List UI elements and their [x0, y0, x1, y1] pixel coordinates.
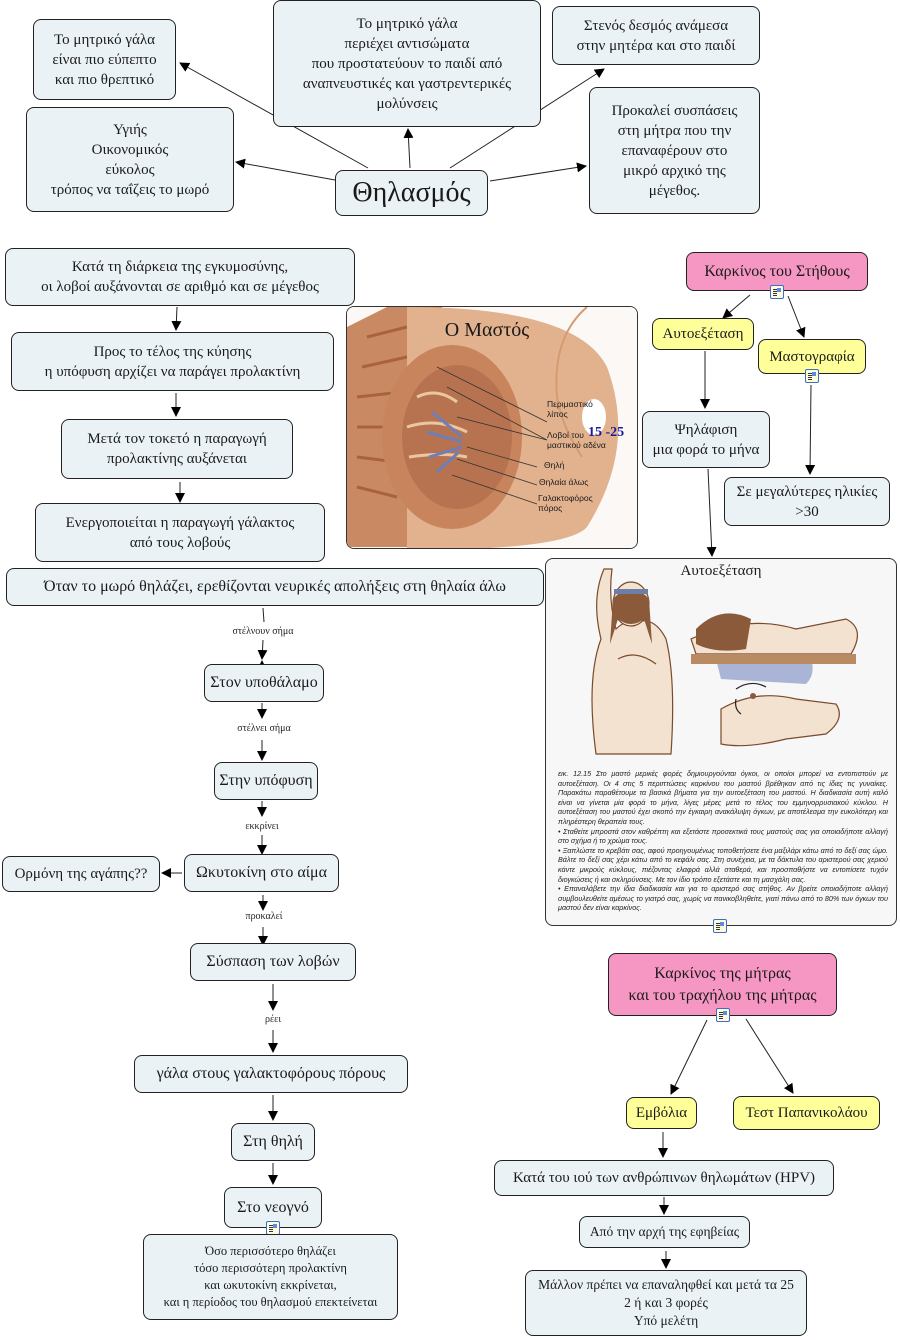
- link-label-send-signal-plural: στέλνουν σήμα: [230, 626, 296, 637]
- link-label-send-signal: στέλνει σήμα: [235, 723, 293, 734]
- node-repeat[interactable]: Μάλλον πρέπει να επαναληφθεί και μετά τα…: [525, 1270, 807, 1336]
- self-exam-caption: εικ. 12.15 Στο μαστό μερικές φορές δημιο…: [558, 769, 888, 913]
- node-oxytocin[interactable]: Ωκυτοκίνη στο αίμα: [184, 854, 339, 892]
- node-vaccines[interactable]: Εμβόλια: [626, 1097, 697, 1129]
- node-hypothalamus[interactable]: Στον υποθάλαμο: [204, 664, 324, 702]
- node-bond[interactable]: Στενός δεσμός ανάμεσα στην μητέρα και στ…: [552, 6, 760, 65]
- link-center-to-contractions: [489, 162, 587, 182]
- self-exam-image[interactable]: Αυτοεξέταση εικ. 12.15 Στο μαστό μερικές…: [545, 558, 897, 926]
- link-center-to-antibodies: [403, 128, 414, 169]
- breast-label-lobes: Λοβοί του μαστικού αδένα: [547, 430, 606, 450]
- resource-icon-self-exam[interactable]: [713, 919, 727, 933]
- node-lobe-contraction[interactable]: Σύσπαση των λοβών: [190, 943, 356, 981]
- breast-anatomy-image[interactable]: Ο Μαστός Περιμαστικό λίπος Λοβοί του μασ…: [346, 306, 638, 549]
- link-label-causes: προκαλεί: [243, 911, 285, 922]
- link-pregnancy-late: [171, 306, 182, 331]
- link-palpation-image: [706, 468, 717, 557]
- link-label-secretes: εκκρίνει: [243, 821, 281, 832]
- resource-icon-newborn[interactable]: [266, 1221, 280, 1235]
- link-label-flows: ρέει: [262, 1014, 284, 1025]
- node-milk-ducts[interactable]: γάλα στους γαλακτοφόρους πόρους: [134, 1055, 408, 1093]
- link-mammo-older: [805, 384, 816, 475]
- node-palpation[interactable]: Ψηλάφιση μια φορά το μήνα: [642, 411, 770, 468]
- node-pituitary[interactable]: Στην υπόφυση: [214, 762, 318, 800]
- self-exam-image-title: Αυτοεξέταση: [680, 563, 762, 579]
- node-nipple[interactable]: Στη θηλή: [231, 1123, 315, 1161]
- node-pregnancy[interactable]: Κατά τη διάρκεια της εγκυμοσύνης, οι λοβ…: [5, 248, 355, 306]
- node-cervical-cancer[interactable]: Καρκίνος της μήτρας και του τραχήλου της…: [608, 953, 837, 1016]
- node-puberty[interactable]: Από την αρχή της εφηβείας: [579, 1216, 750, 1248]
- link-center-to-healthy: [235, 158, 336, 181]
- breast-image-title: Ο Μαστός: [444, 319, 530, 341]
- node-breast-cancer[interactable]: Καρκίνος του Στήθους: [686, 252, 868, 291]
- node-after-birth[interactable]: Μετά τον τοκετό η παραγωγή προλακτίνης α…: [61, 419, 293, 479]
- link-cervical-vaccines: [670, 1019, 708, 1095]
- node-suckling[interactable]: Όταν το μωρό θηλάζει, ερεθίζονται νευρικ…: [6, 568, 544, 606]
- breast-label-fat: Περιμαστικό λίπος: [547, 399, 593, 419]
- node-milk-activation[interactable]: Ενεργοποιείται η παραγωγή γάλακτος από τ…: [35, 503, 325, 562]
- breast-label-duct: Γαλακτοφόρος πόρος: [538, 493, 593, 513]
- breast-label-areola: Θηλαία άλως: [539, 477, 589, 487]
- link-bc-selfexam: [722, 294, 751, 319]
- link-bc-mammo: [787, 295, 806, 338]
- node-more-suckling[interactable]: Όσο περισσότερο θηλάζει τόσο περισσότερη…: [143, 1234, 398, 1320]
- node-newborn[interactable]: Στο νεογνό: [224, 1187, 322, 1228]
- breast-label-nipple: Θηλή: [544, 460, 565, 470]
- node-contractions[interactable]: Προκαλεί συσπάσεις στη μήτρα που την επα…: [589, 87, 760, 214]
- node-digestible[interactable]: Το μητρικό γάλα είναι πιο εύπεπτο και πι…: [33, 19, 176, 100]
- link-suckling-label-seg: [262, 607, 265, 623]
- node-pap-test[interactable]: Τεστ Παπανικολάου: [733, 1096, 880, 1130]
- node-older-ages[interactable]: Σε μεγαλύτερες ηλικίες >30: [724, 477, 890, 526]
- self-exam-illustration: [591, 568, 858, 755]
- node-mammography[interactable]: Μαστογραφία: [758, 339, 866, 374]
- link-suckling-arrow: [257, 639, 268, 660]
- node-healthy[interactable]: Υγιής Οικονομικός εύκολος τρόπος να ταΐζ…: [26, 107, 234, 212]
- node-self-exam[interactable]: Αυτοεξέταση: [652, 318, 754, 350]
- node-love-hormone[interactable]: Ορμόνη της αγάπης??: [2, 856, 160, 892]
- breast-illustration: [347, 307, 637, 548]
- resource-icon-mammography[interactable]: [805, 369, 819, 383]
- link-cervical-pap: [745, 1018, 794, 1094]
- resource-icon-breast-cancer[interactable]: [770, 285, 784, 299]
- node-hpv[interactable]: Κατά του ιού των ανθρώπινων θηλωμάτων (H…: [494, 1160, 834, 1196]
- lobes-count: 15 -25: [588, 425, 625, 440]
- resource-icon-cervical[interactable]: [716, 1008, 730, 1022]
- node-antibodies[interactable]: Το μητρικό γάλα περιέχει αντισώματα που …: [273, 0, 541, 127]
- node-late-pregnancy[interactable]: Προς το τέλος της κύησης η υπόφυση αρχίζ…: [11, 332, 334, 391]
- node-breastfeeding-center[interactable]: Θηλασμός: [335, 170, 488, 216]
